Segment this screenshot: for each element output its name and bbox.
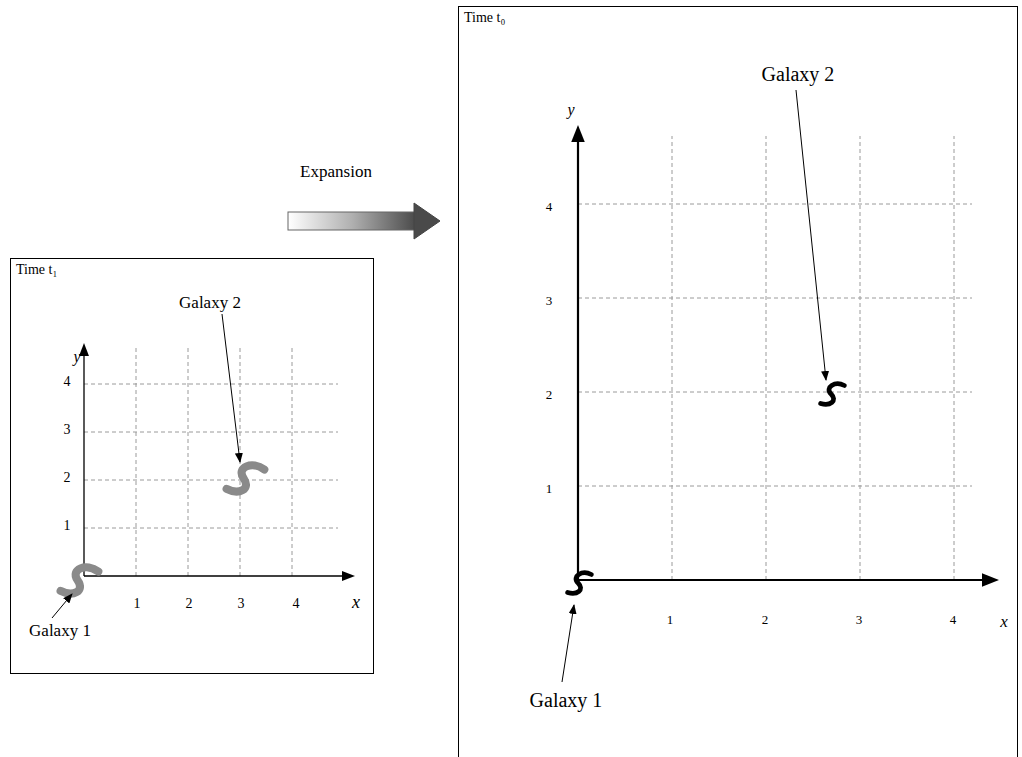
tick-number: 3 [856,613,863,627]
axis-arrowhead [982,573,999,587]
axis-label: x [1000,613,1008,632]
tick-number: 2 [546,388,553,402]
galaxy-2-early [226,461,264,495]
tick-number: 1 [667,613,674,627]
grid-line [292,346,293,576]
tick-number: 2 [64,470,71,485]
galaxy-label: Galaxy 2 [179,294,241,313]
grid-line [954,136,955,580]
grid-line [578,204,972,205]
leader-arrow [222,314,240,462]
axis-label: x [352,593,360,613]
galaxy-2-late [821,384,845,404]
tick-number: 4 [293,596,300,611]
tick-number: 3 [64,422,71,437]
arrow-label: Expansion [300,163,372,182]
y-axis [577,140,579,580]
axis-label: y [567,101,574,119]
x-axis [84,575,344,576]
axis-label: y [73,348,80,366]
panel-title: Time t₁ [16,262,57,278]
axis-arrowhead [342,571,355,581]
grid-line [672,136,673,580]
grid-line [136,346,137,576]
galaxy-1-early [60,563,98,597]
leader-arrow [52,594,72,618]
grid-line [84,384,338,385]
tick-number: 2 [762,613,769,627]
galaxy-label: Galaxy 1 [29,622,91,641]
tick-number: 3 [238,596,245,611]
leader-arrow [562,605,574,682]
time-panel: Time t₁ [10,258,374,674]
tick-number: 1 [134,596,141,611]
grid-line [578,486,972,487]
galaxy-label: Galaxy 2 [762,63,835,85]
tick-number: 1 [64,518,71,533]
tick-number: 4 [546,200,553,214]
expansion-arrow [288,203,440,239]
grid-line [578,298,972,299]
galaxies [60,384,844,598]
leader-arrows [52,90,826,682]
panel-title: Time t₀ [464,10,505,26]
time-panel: Time t₀ [458,6,1018,757]
grid-line [578,392,972,393]
tick-number: 3 [546,294,553,308]
tick-number: 4 [950,613,957,627]
grid-line [84,480,338,481]
coordinate-grid [79,125,999,587]
tick-number: 4 [64,374,71,389]
tick-number: 1 [546,482,553,496]
galaxy-1-late [568,573,592,593]
grid-line [188,346,189,576]
grid-line [84,528,338,529]
x-axis [578,579,984,581]
axis-arrowhead [571,125,585,142]
y-axis [83,354,84,576]
grid-line [84,432,338,433]
tick-number: 2 [186,596,193,611]
grid-line [766,136,767,580]
galaxy-label: Galaxy 1 [530,689,603,711]
grid-line [860,136,861,580]
leader-arrow [796,90,826,380]
